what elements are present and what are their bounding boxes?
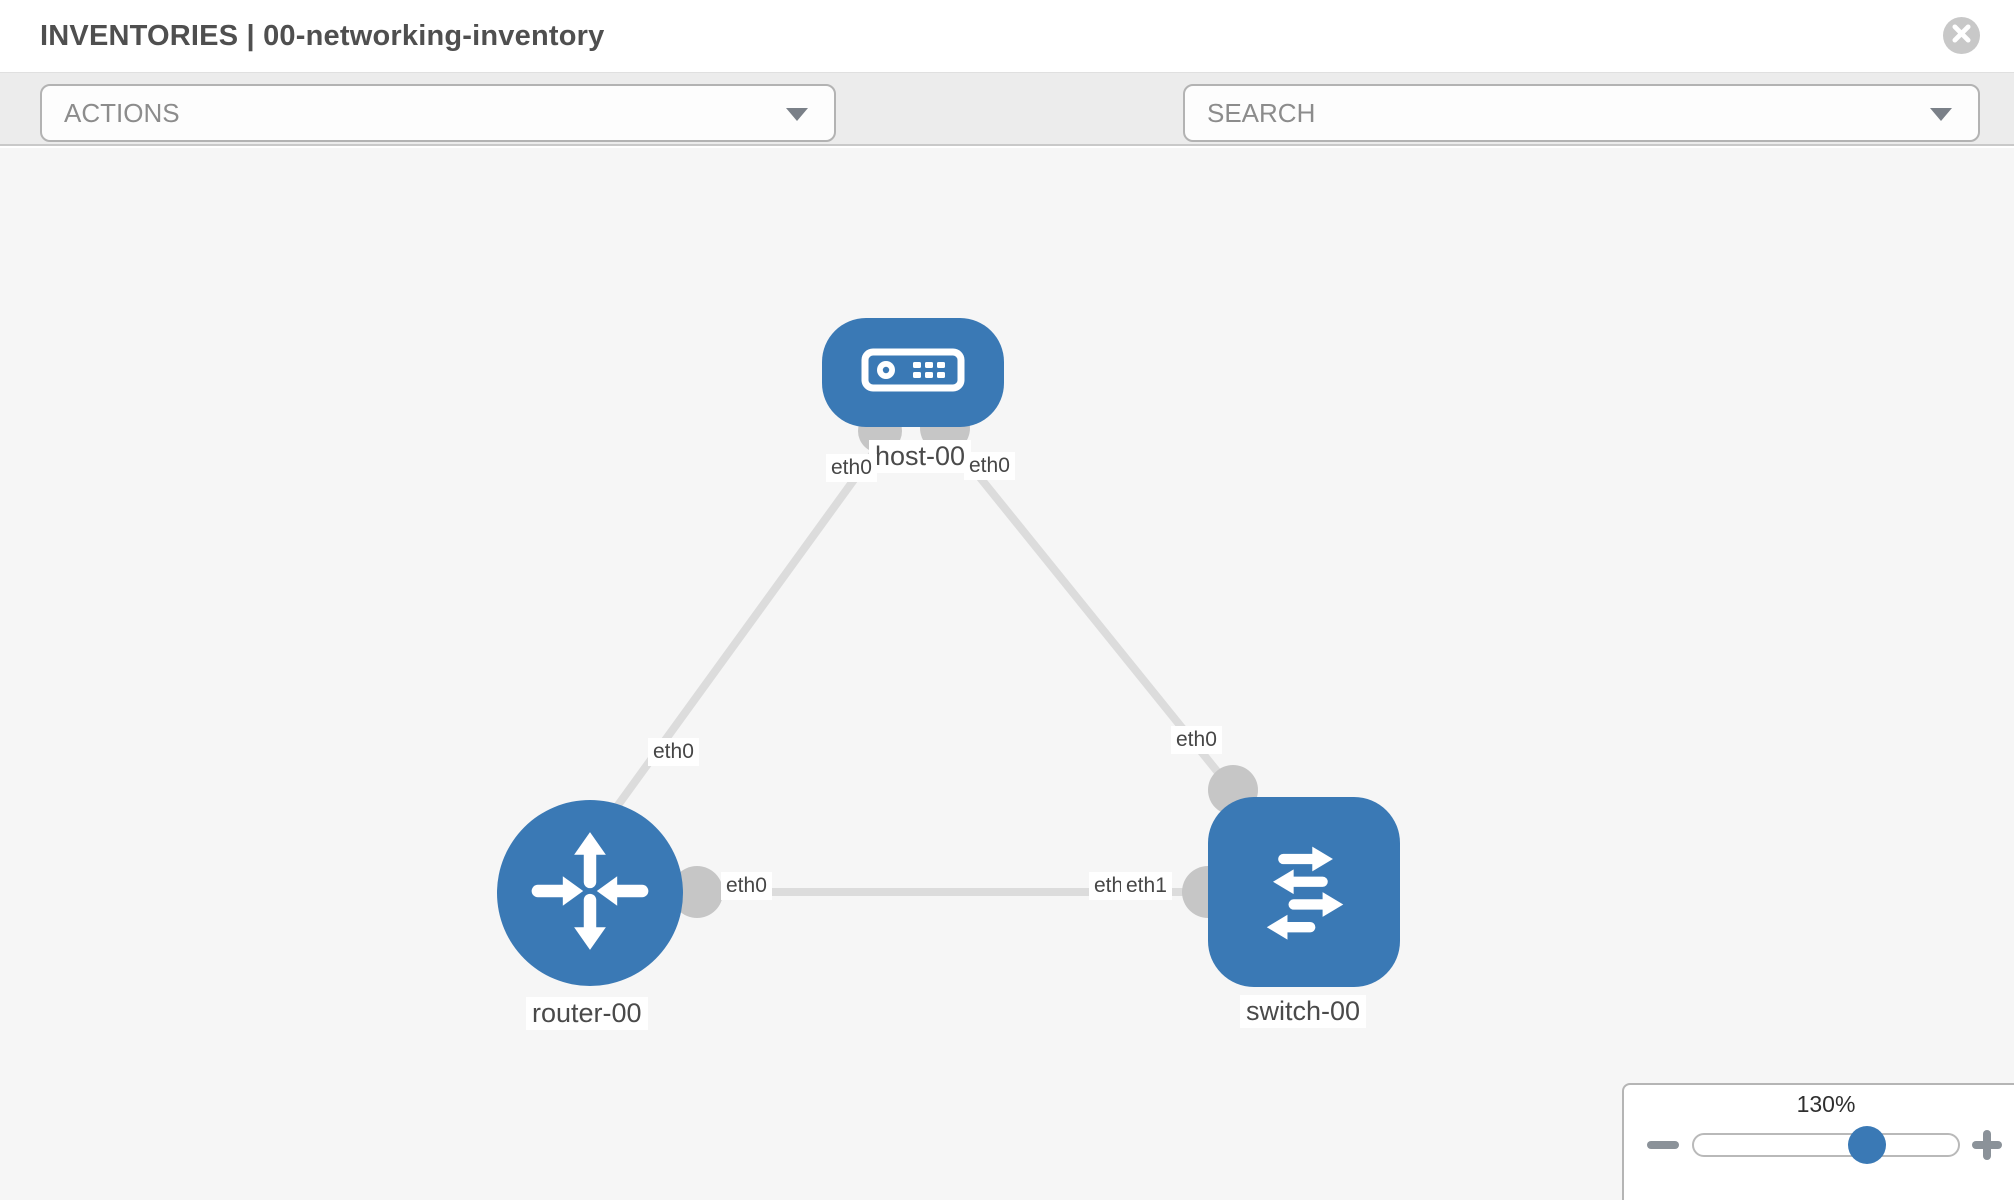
zoom-control-panel: 130% — [1622, 1083, 2014, 1200]
search-dropdown[interactable] — [1183, 84, 1980, 142]
node-label-switch: switch-00 — [1240, 995, 1367, 1028]
host-icon — [861, 348, 965, 397]
interface-label-router-switch-router-end: eth0 — [721, 872, 772, 900]
switch-icon — [1242, 828, 1366, 957]
interface-label-host-switch-host-end: eth0 — [964, 452, 1015, 480]
node-switch[interactable] — [1208, 797, 1400, 987]
interface-label-router-switch-switch-end: eth1 — [1121, 872, 1172, 900]
topology-canvas[interactable] — [0, 148, 2014, 1200]
interface-label-host-router-host-end: eth0 — [826, 454, 877, 482]
router-icon — [522, 823, 658, 964]
zoom-slider-handle[interactable] — [1848, 1126, 1886, 1164]
actions-dropdown-label: ACTIONS — [64, 97, 180, 128]
node-label-router: router-00 — [526, 997, 648, 1030]
close-button[interactable] — [1943, 17, 1980, 54]
interface-label-host-switch-switch-end: eth0 — [1171, 726, 1222, 754]
page-title: INVENTORIES | 00-networking-inventory — [40, 20, 605, 52]
chevron-down-icon — [1930, 108, 1952, 121]
header-bar: INVENTORIES | 00-networking-inventory — [0, 0, 2014, 73]
search-input[interactable] — [1185, 97, 1978, 129]
zoom-out-button[interactable] — [1647, 1141, 1679, 1149]
zoom-slider-track[interactable] — [1692, 1126, 1960, 1164]
zoom-in-button[interactable] — [1972, 1130, 2002, 1160]
node-host[interactable] — [822, 318, 1004, 427]
interface-circle-router-right[interactable] — [671, 866, 723, 918]
actions-dropdown[interactable]: ACTIONS — [40, 84, 836, 142]
close-icon — [1952, 23, 1971, 48]
node-router[interactable] — [497, 800, 683, 986]
chevron-down-icon — [786, 108, 808, 121]
interface-label-host-router-router-end: eth0 — [648, 738, 699, 766]
zoom-level-label: 130% — [1796, 1091, 1856, 1117]
link-host-router[interactable] — [596, 427, 894, 833]
toolbar: ACTIONS — [0, 73, 2014, 203]
node-label-host: host-00 — [869, 440, 972, 473]
